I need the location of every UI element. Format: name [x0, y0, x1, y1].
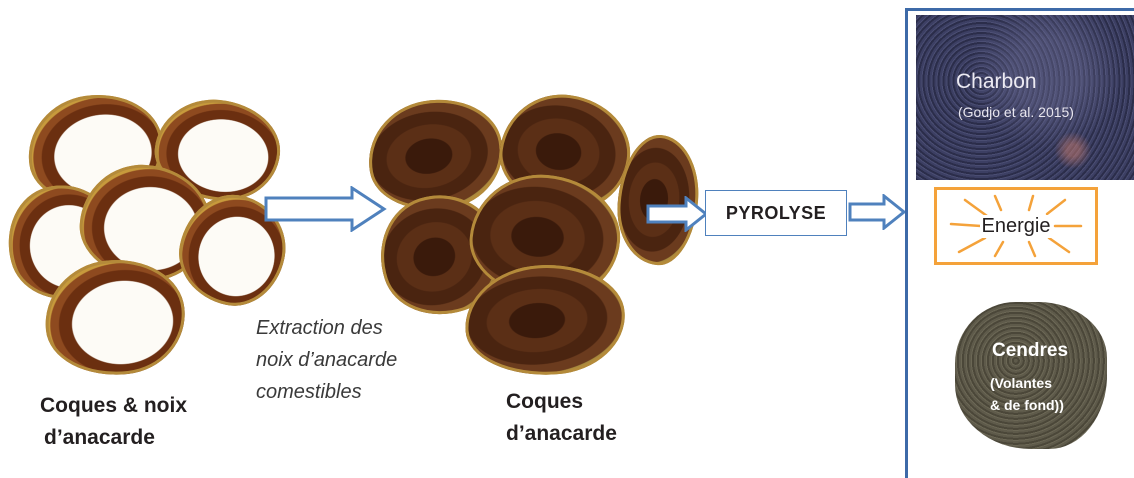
charbon-image [916, 15, 1134, 180]
extraction-label-line2: noix d’anacarde [256, 344, 397, 376]
left-group-label-line2: d’anacarde [40, 422, 187, 454]
pyrolyse-label: PYROLYSE [726, 203, 826, 224]
charbon-reference: (Godjo et al. 2015) [958, 104, 1074, 120]
middle-group-label: Coques d’anacarde [506, 386, 617, 450]
charbon-title: Charbon [956, 70, 1037, 94]
cendres-subtitle: (Volantes & de fond)) [990, 372, 1064, 416]
extraction-label-line3: comestibles [256, 376, 397, 408]
energie-box: Energie [934, 187, 1098, 265]
cashew-shells-with-nuts-image [0, 0, 300, 380]
process-arrow-2 [646, 196, 710, 232]
process-arrow-3 [848, 194, 908, 230]
left-group-label: Coques & noix d’anacarde [40, 390, 187, 454]
middle-group-label-line1: Coques [506, 386, 617, 418]
energie-label: Energie [980, 215, 1053, 238]
middle-group-label-line2: d’anacarde [506, 418, 617, 450]
cendres-subtitle-line1: (Volantes [990, 372, 1064, 394]
left-group-label-line1: Coques & noix [40, 390, 187, 422]
extraction-label: Extraction des noix d’anacarde comestibl… [256, 312, 397, 408]
cendres-title: Cendres [992, 340, 1068, 362]
pyrolyse-box: PYROLYSE [705, 190, 847, 236]
extraction-label-line1: Extraction des [256, 312, 397, 344]
cendres-subtitle-line2: & de fond)) [990, 394, 1064, 416]
